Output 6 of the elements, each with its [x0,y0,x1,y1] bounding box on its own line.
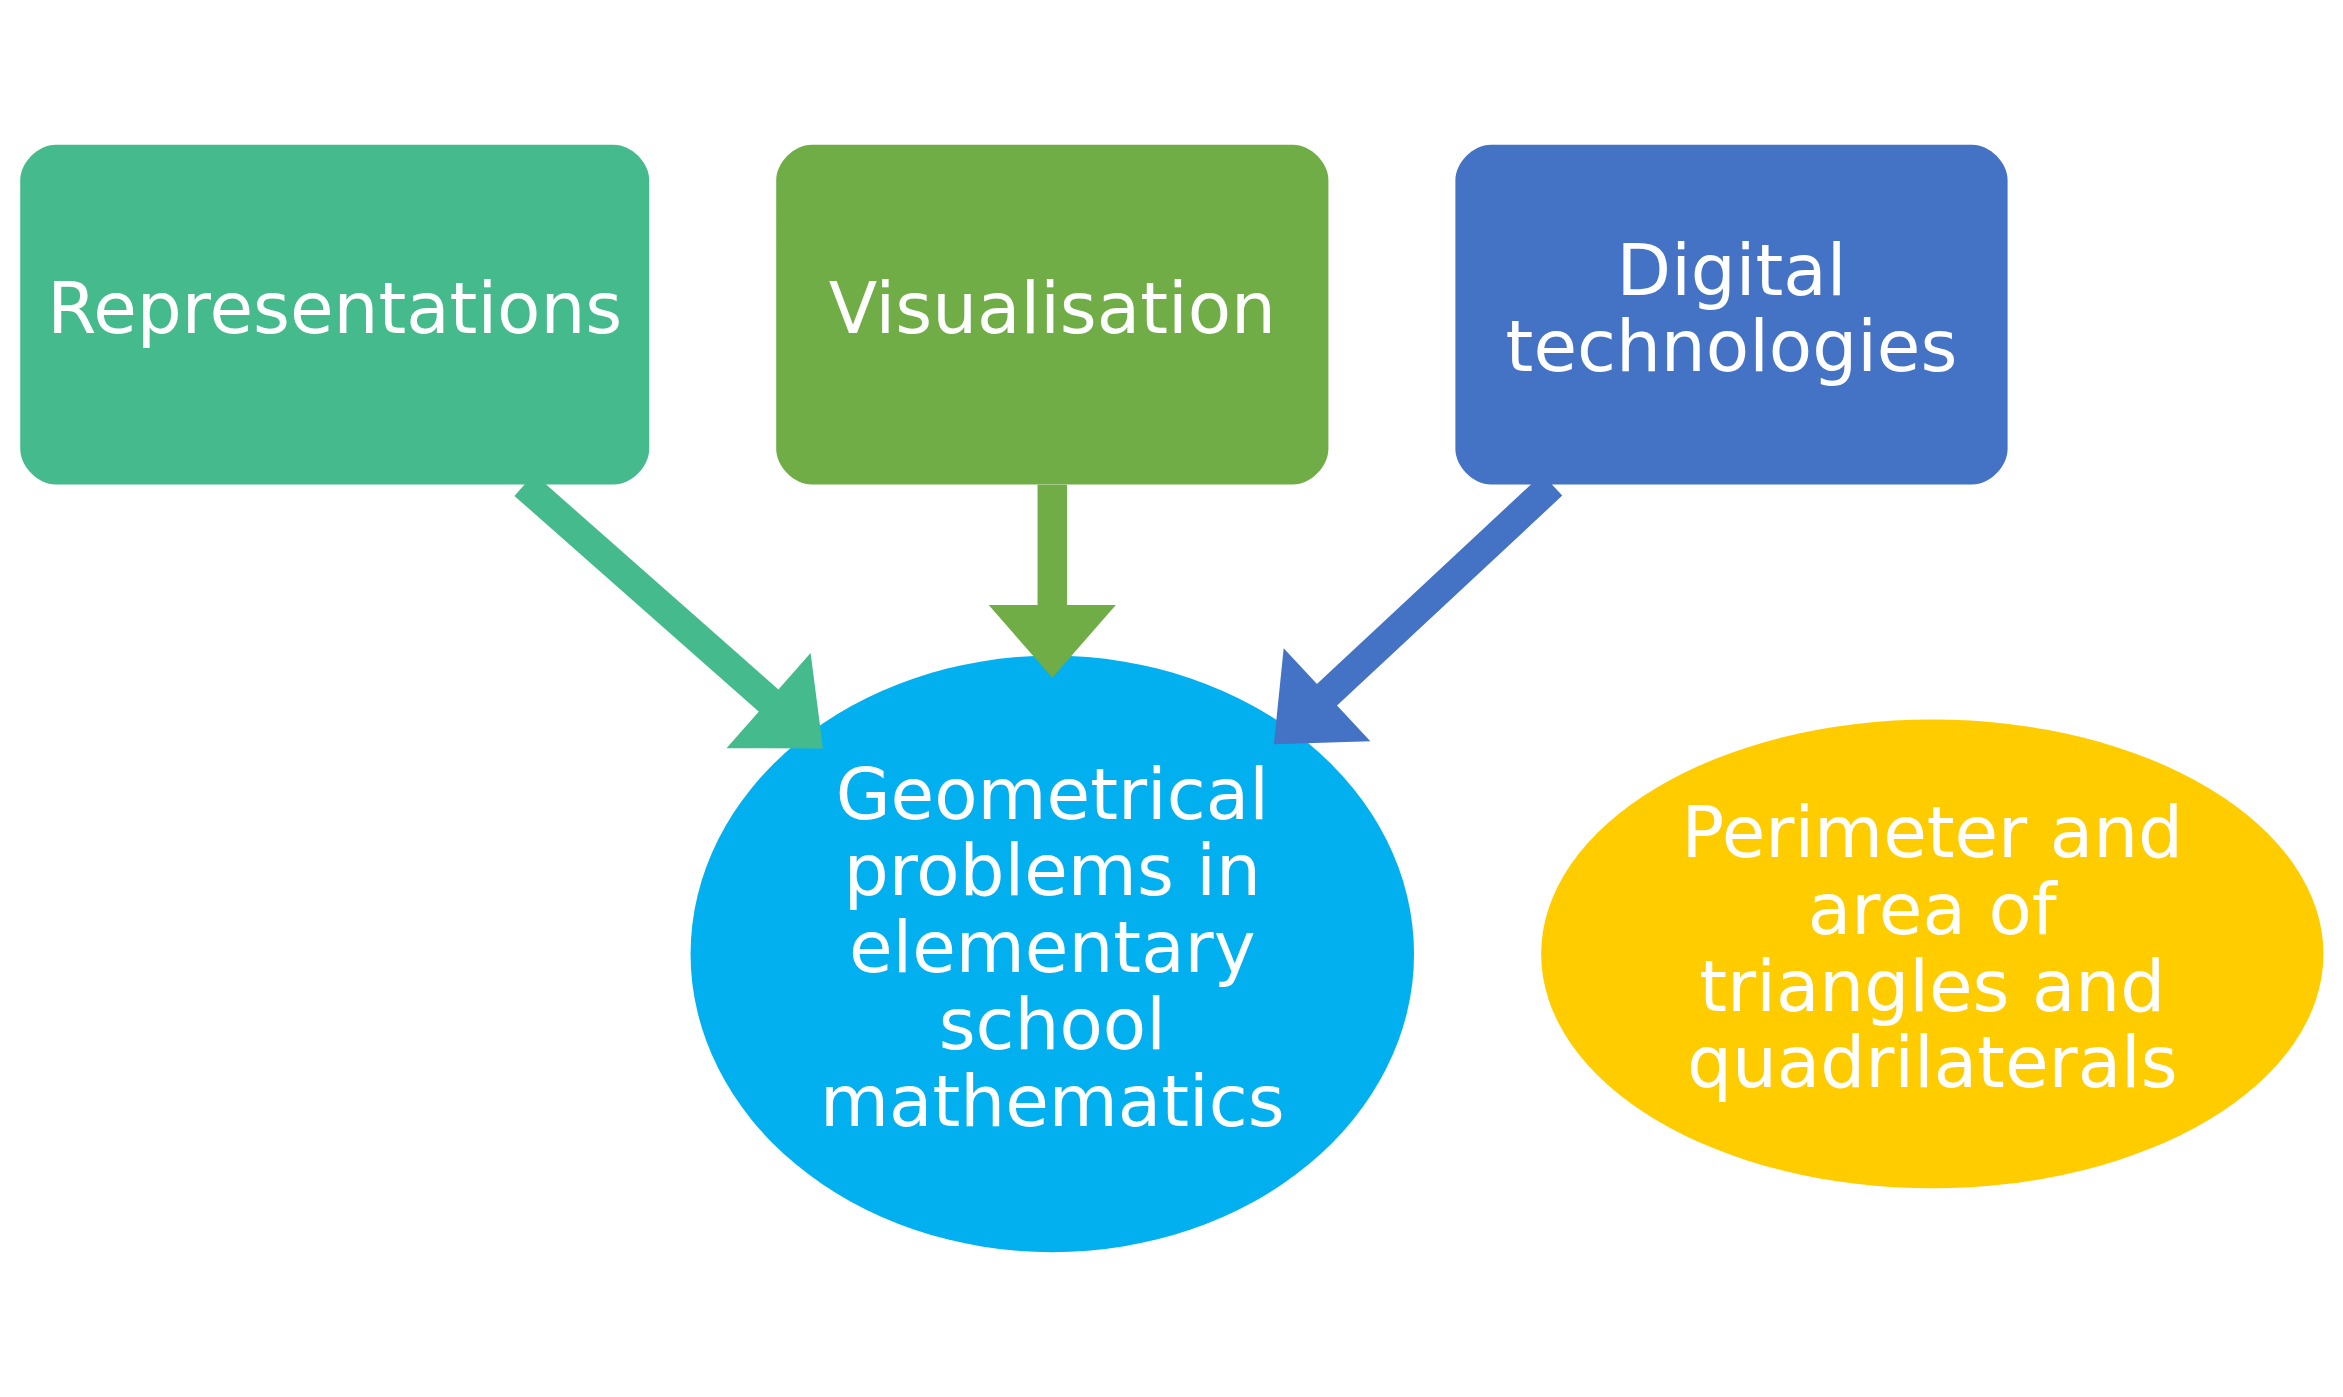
arrow [988,484,1116,678]
node-box: Digital technologies [1455,144,2008,485]
node-ellipse: Perimeter and area of triangles and quadrilaterals [1541,719,2324,1189]
node-ellipse: Geometrical problems in elementary school mathematics [690,655,1415,1253]
node-box: Visualisation [776,144,1329,485]
node-box: Representations [20,144,650,485]
